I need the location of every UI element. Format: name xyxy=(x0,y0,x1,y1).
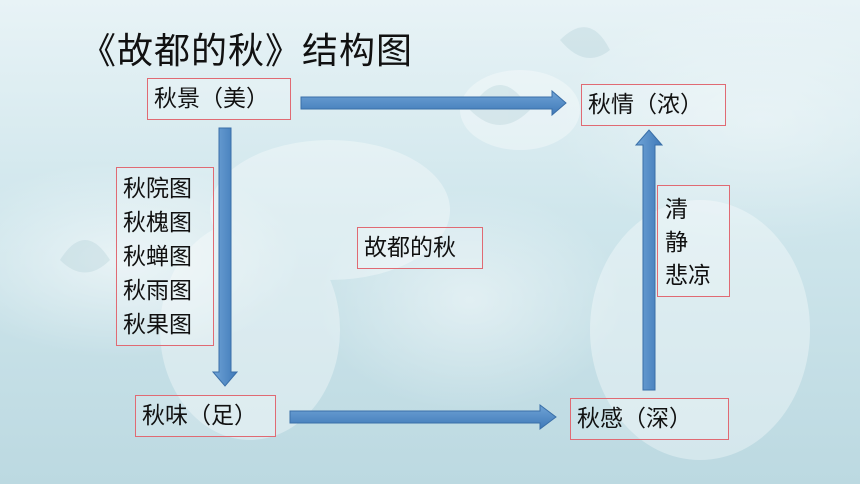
picture-item: 秋果图 xyxy=(123,312,192,338)
node-autumn-scene: 秋景（美） xyxy=(147,78,291,120)
picture-item: 秋院图 xyxy=(123,176,192,202)
mood-item: 清 xyxy=(665,197,688,223)
picture-item: 秋槐图 xyxy=(123,210,192,236)
node-autumn-feeling: 秋情（浓） xyxy=(581,84,726,126)
node-autumn-taste: 秋味（足） xyxy=(135,395,276,437)
arrow-taste-to-sense xyxy=(289,404,557,430)
pictures-box: 秋院图 秋槐图 秋蝉图 秋雨图 秋果图 xyxy=(116,167,214,346)
mood-item: 静 xyxy=(665,230,688,256)
node-center-title: 故都的秋 xyxy=(357,227,483,269)
mood-item: 悲凉 xyxy=(665,263,711,289)
picture-item: 秋雨图 xyxy=(123,278,192,304)
arrow-scene-to-taste xyxy=(211,127,239,387)
page-title: 《故都的秋》结构图 xyxy=(80,31,414,72)
arrow-scene-to-feeling xyxy=(300,89,567,117)
picture-item: 秋蝉图 xyxy=(123,244,192,270)
mood-box: 清 静 悲凉 xyxy=(657,185,730,297)
node-autumn-sense: 秋感（深） xyxy=(570,398,729,440)
arrow-sense-to-feeling xyxy=(634,129,664,391)
